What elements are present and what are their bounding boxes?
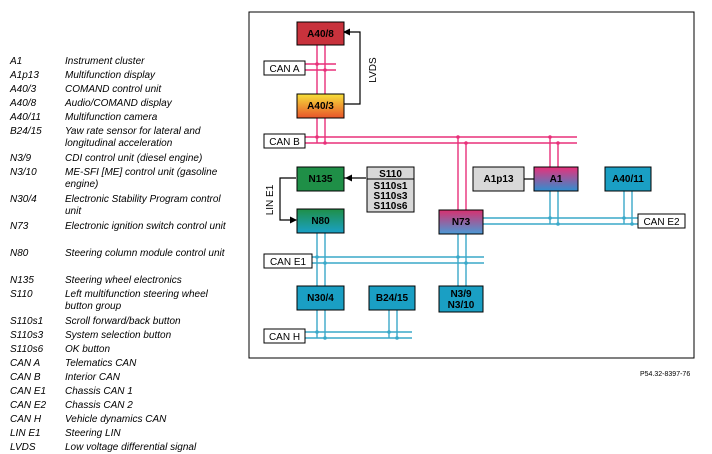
module-a1: A1	[533, 166, 579, 192]
legend-description: Telematics CAN	[65, 358, 137, 369]
reference-code: P54.32-8397-76	[640, 371, 691, 378]
legend-description: ME-SFI [ME] control unit (gasoline engin…	[65, 167, 218, 190]
module-n73: N73	[438, 209, 484, 235]
legend-description: Audio/COMAND display	[65, 98, 172, 109]
legend-code: A1p13	[10, 70, 39, 81]
svg-text:N80: N80	[311, 216, 330, 227]
legend-code: LVDS	[10, 442, 36, 453]
legend-description: Low voltage differential signal	[65, 442, 197, 453]
can-e1-bus	[312, 233, 484, 286]
legend-description: Chassis CAN 1	[65, 386, 133, 397]
lvds-link	[344, 31, 361, 105]
legend-description: Instrument cluster	[65, 56, 145, 67]
svg-text:N3/10: N3/10	[448, 300, 475, 311]
legend-code: A40/11	[10, 112, 41, 123]
legend-code: N3/9	[10, 153, 32, 164]
svg-text:A40/11: A40/11	[612, 174, 644, 185]
module-b24-15: B24/15	[368, 285, 416, 311]
lvds-label: LVDS	[368, 57, 379, 83]
module-a1p13: A1p13	[472, 166, 525, 192]
lvds-arrow	[343, 28, 350, 36]
legend-description: Steering column module control unit	[65, 248, 225, 259]
legend-code: CAN B	[10, 372, 41, 383]
svg-text:A40/8: A40/8	[307, 29, 334, 40]
legend-code: CAN E2	[10, 400, 47, 411]
legend-code: A1	[10, 56, 23, 67]
legend-description: Chassis CAN 2	[65, 400, 133, 411]
svg-text:B24/15: B24/15	[376, 293, 409, 304]
can-a-bus	[305, 45, 336, 94]
svg-text:CAN H: CAN H	[269, 332, 300, 343]
legend-code: A40/3	[10, 84, 37, 95]
can-e1-label: CAN E1	[263, 253, 313, 269]
legend-description: Multifunction display	[65, 70, 156, 81]
can-h-bus	[305, 310, 412, 340]
legend-code: N135	[10, 275, 34, 286]
svg-text:N73: N73	[452, 217, 471, 228]
module-a40-11: A40/11	[604, 166, 652, 192]
can-b-bus	[305, 118, 577, 210]
legend-description: System selection button	[65, 330, 172, 341]
svg-text:A1p13: A1p13	[483, 174, 513, 185]
legend-code: N3/10	[10, 167, 37, 178]
module-n80: N80	[296, 208, 345, 234]
s110-group: S110 S110s1 S110s3 S110s6	[366, 166, 415, 213]
legend-code: S110s6	[10, 344, 44, 355]
legend-code: A40/8	[10, 98, 37, 109]
legend-description: Interior CAN	[65, 372, 121, 383]
lin-e1-label: LIN E1	[265, 184, 276, 215]
legend-description: Left multifunction steering wheel button…	[65, 289, 208, 312]
svg-text:A40/3: A40/3	[307, 101, 334, 112]
svg-text:A1: A1	[550, 174, 563, 185]
svg-text:CAN E1: CAN E1	[270, 257, 307, 268]
svg-text:CAN E2: CAN E2	[643, 217, 680, 228]
svg-text:CAN A: CAN A	[269, 64, 299, 75]
can-e2-label: CAN E2	[637, 213, 686, 229]
legend-code: CAN A	[10, 358, 41, 369]
legend-code: S110s3	[10, 330, 44, 341]
module-a40-8: A40/8	[296, 21, 345, 46]
legend-description: OK button	[65, 344, 111, 355]
legend-description: Steering wheel electronics	[65, 275, 182, 286]
svg-text:N30/4: N30/4	[307, 293, 334, 304]
can-h-label: CAN H	[263, 328, 306, 344]
legend-code: N73	[10, 221, 29, 232]
legend-code: CAN H	[10, 414, 42, 425]
svg-text:CAN B: CAN B	[269, 137, 300, 148]
can-b-label: CAN B	[263, 133, 306, 149]
s110s6: S110s6	[374, 201, 408, 212]
s110s1: S110s1	[374, 181, 408, 192]
module-n3-9-n3-10: N3/9 N3/10	[438, 285, 484, 313]
legend-code: B24/15	[10, 126, 42, 137]
legend-code: S110	[10, 289, 33, 300]
legend-description: Multifunction camera	[65, 112, 158, 123]
legend-description: Yaw rate sensor for lateral and longitud…	[65, 126, 201, 149]
svg-text:N3/9: N3/9	[450, 289, 472, 300]
legend-description: Electronic Stability Program control uni…	[65, 194, 221, 217]
legend-description: Scroll forward/back button	[65, 316, 181, 327]
legend-code: CAN E1	[10, 386, 47, 397]
legend-description: Electronic ignition switch control unit	[65, 221, 226, 232]
can-a-label: CAN A	[263, 60, 306, 76]
legend-code: S110s1	[10, 316, 44, 327]
module-a40-3: A40/3	[296, 93, 345, 119]
s110s3: S110s3	[374, 191, 408, 202]
legend-description: COMAND control unit	[65, 84, 162, 95]
legend-code: N30/4	[10, 194, 37, 205]
lin-arrow-n80	[290, 216, 297, 224]
module-n135: N135	[296, 166, 345, 192]
legend-description: Steering LIN	[65, 428, 121, 439]
module-n30-4: N30/4	[296, 285, 345, 311]
legend-code: N80	[10, 248, 29, 259]
legend-description: Vehicle dynamics CAN	[65, 414, 167, 425]
legend-code: LIN E1	[10, 428, 41, 439]
can-e2-bus	[483, 191, 638, 226]
legend-description: CDI control unit (diesel engine)	[65, 153, 203, 164]
svg-text:N135: N135	[309, 174, 333, 185]
s110-title: S110	[379, 169, 402, 180]
lin-arrow-n135	[345, 174, 352, 182]
